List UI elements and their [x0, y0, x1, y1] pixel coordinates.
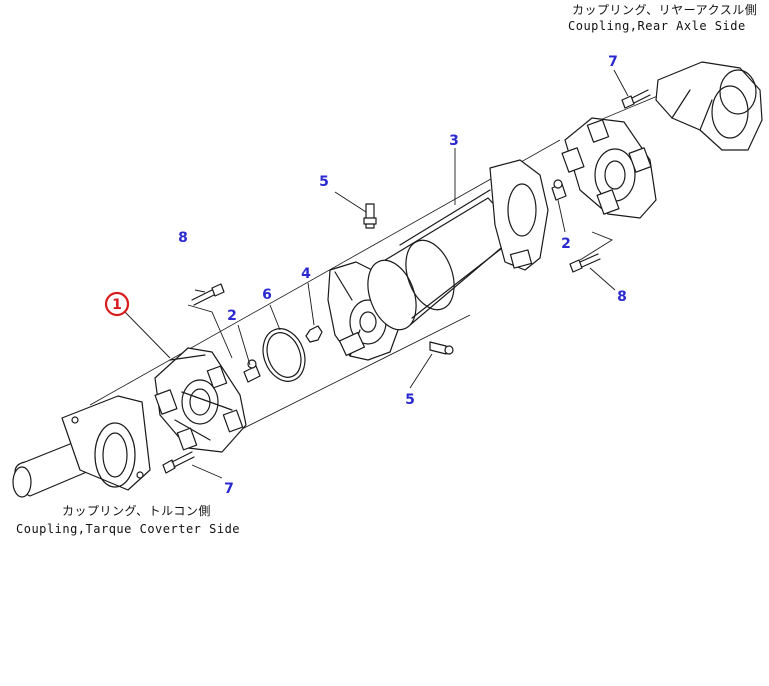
highlight-circle	[104, 291, 130, 317]
nut-4	[305, 325, 323, 343]
callout-8-right[interactable]: 8	[617, 289, 627, 305]
caption-rear-en: Coupling,Rear Axle Side	[568, 19, 746, 33]
grease-fitting-2-right	[551, 179, 567, 201]
callout-5-upper[interactable]: 5	[319, 174, 329, 190]
captions: カップリング、リヤーアクスル側 Coupling,Rear Axle Side …	[16, 3, 757, 536]
leader-lines	[124, 69, 629, 479]
callout-7-left[interactable]: 7	[224, 481, 234, 497]
callout-3[interactable]: 3	[449, 133, 459, 149]
caption-rear-jp: カップリング、リヤーアクスル側	[572, 3, 757, 17]
callout-6[interactable]: 6	[262, 287, 272, 303]
shaft-axis-line	[89, 94, 661, 441]
callout-7-right[interactable]: 7	[608, 54, 618, 70]
grease-fitting-2-left	[243, 359, 261, 383]
callout-2-right[interactable]: 2	[561, 236, 571, 252]
callout-2-left[interactable]: 2	[227, 308, 237, 324]
coupling-rear-axle-side	[561, 117, 657, 219]
bolt-8-left	[191, 283, 225, 306]
rear-axle-housing	[655, 61, 763, 151]
callout-1[interactable]: 1	[112, 297, 122, 313]
callout-labels: 1 2 2 3 4 5 5 6 7 7 8 8	[112, 54, 627, 497]
callout-5-lower[interactable]: 5	[405, 392, 415, 408]
drive-shaft-tube-3	[367, 189, 521, 331]
grease-fitting-5-upper	[363, 203, 377, 229]
bolt-7-right	[621, 89, 651, 109]
callout-8-left[interactable]: 8	[178, 230, 188, 246]
caption-front-jp: カップリング、トルコン側	[62, 504, 211, 518]
o-ring-6	[262, 328, 306, 382]
coupling-torque-converter-side	[154, 347, 247, 453]
bolt-8-right	[569, 253, 601, 273]
torque-converter-input-shaft	[12, 395, 151, 498]
grease-fitting-5-lower	[429, 341, 454, 355]
caption-front-en: Coupling,Tarque Coverter Side	[16, 522, 240, 536]
callout-4[interactable]: 4	[301, 266, 311, 282]
bolt-7-left	[162, 451, 195, 474]
rear-yoke	[489, 159, 549, 271]
